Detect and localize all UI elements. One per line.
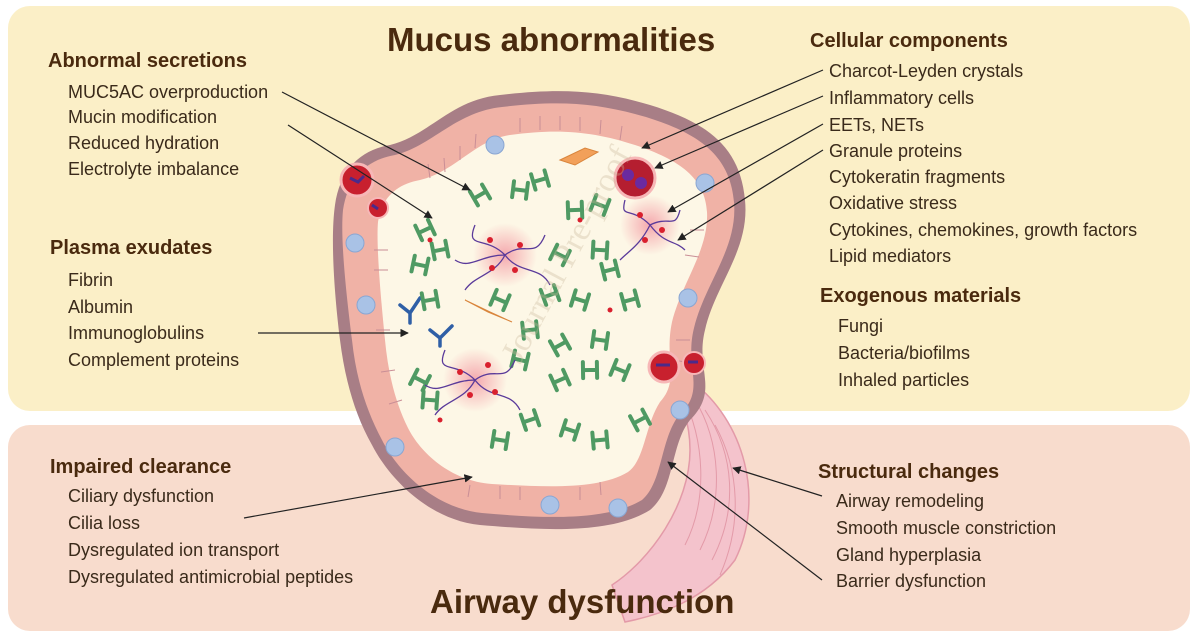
mucin-strand bbox=[590, 239, 610, 261]
item-oxidative-stress: Oxidative stress bbox=[829, 193, 958, 213]
item-dysregulated-antimicrobial-peptides: Dysregulated antimicrobial peptides bbox=[68, 567, 354, 587]
antibody-icon bbox=[398, 296, 454, 348]
mucin-strand bbox=[590, 429, 610, 451]
item-reduced-hydration: Reduced hydration bbox=[68, 133, 220, 153]
item-ciliary-dysfunction: Ciliary dysfunction bbox=[68, 486, 215, 506]
charcot-leyden-crystals bbox=[464, 147, 600, 323]
item-albumin: Albumin bbox=[68, 297, 134, 317]
eosinophil-cell bbox=[613, 156, 657, 200]
mucin-strand bbox=[580, 359, 600, 381]
mucin-polymers bbox=[408, 168, 652, 451]
goblet-cells bbox=[345, 135, 715, 518]
mucin-strand bbox=[420, 389, 440, 411]
item-cilia-loss: Cilia loss bbox=[68, 513, 141, 533]
mucin-strand bbox=[548, 242, 572, 268]
heading-cellular-components: Cellular components bbox=[810, 30, 1008, 52]
item-fibrin: Fibrin bbox=[68, 270, 114, 290]
item-fungi: Fungi bbox=[838, 316, 884, 336]
mucin-strand bbox=[588, 193, 612, 217]
mucin-strand bbox=[409, 253, 431, 277]
heading-plasma-exudates: Plasma exudates bbox=[50, 237, 213, 259]
heading-impaired-clearance: Impaired clearance bbox=[50, 456, 232, 478]
item-cytokeratin-fragments: Cytokeratin fragments bbox=[829, 167, 1006, 187]
title-mucus-abnormalities: Mucus abnormalities bbox=[387, 21, 716, 58]
mucin-strand bbox=[489, 429, 511, 451]
item-eets-nets: EETs, NETs bbox=[829, 115, 925, 135]
smooth-muscle-bundle bbox=[611, 379, 750, 623]
mucin-strand bbox=[599, 258, 621, 282]
mucin-strand bbox=[548, 367, 572, 393]
item-inhaled-particles: Inhaled particles bbox=[838, 370, 970, 390]
mucin-strand bbox=[509, 348, 531, 372]
mucin-strand bbox=[565, 199, 585, 221]
pointer-arrows bbox=[243, 69, 824, 581]
mucin-strand bbox=[419, 288, 441, 312]
mucin-strand bbox=[547, 332, 573, 358]
item-immunoglobulins: Immunoglobulins bbox=[68, 323, 205, 343]
inflammatory-cell-transmigrating-left bbox=[339, 162, 389, 219]
item-mucin-modification: Mucin modification bbox=[68, 107, 218, 127]
mucin-strand bbox=[408, 367, 432, 393]
item-inflammatory-cells: Inflammatory cells bbox=[829, 88, 975, 108]
mucin-strand bbox=[467, 182, 493, 208]
item-bacteria-biofilms: Bacteria/biofilms bbox=[838, 343, 971, 363]
item-airway-remodeling: Airway remodeling bbox=[836, 491, 985, 511]
item-dysregulated-ion-transport: Dysregulated ion transport bbox=[68, 540, 280, 560]
item-lipid-mediators: Lipid mediators bbox=[829, 246, 952, 266]
item-gland-hyperplasia: Gland hyperplasia bbox=[836, 545, 982, 565]
inflammatory-cell-transmigrating-right bbox=[647, 350, 706, 384]
item-charcot-leyden-crystals: Charcot-Leyden crystals bbox=[829, 61, 1024, 81]
item-granule-proteins: Granule proteins bbox=[829, 141, 963, 161]
mucin-strand bbox=[429, 238, 451, 262]
mucin-strand bbox=[520, 319, 540, 341]
item-muc5ac-overproduction: MUC5AC overproduction bbox=[68, 82, 269, 102]
item-smooth-muscle-constriction: Smooth muscle constriction bbox=[836, 518, 1057, 538]
title-airway-dysfunction: Airway dysfunction bbox=[430, 583, 735, 620]
mucin-strand bbox=[568, 288, 592, 312]
heading-abnormal-secretions: Abnormal secretions bbox=[48, 50, 247, 72]
heading-exogenous-materials: Exogenous materials bbox=[820, 285, 1022, 307]
cilia bbox=[374, 116, 704, 500]
mucin-strand bbox=[518, 408, 542, 432]
heading-structural-changes: Structural changes bbox=[818, 461, 1000, 483]
mucin-strand bbox=[628, 407, 652, 433]
extracellular-traps bbox=[424, 195, 686, 423]
mucin-strand bbox=[558, 418, 582, 442]
mucin-strand bbox=[538, 283, 562, 307]
mucin-strand bbox=[510, 179, 530, 201]
item-complement-proteins: Complement proteins bbox=[68, 350, 240, 370]
mucin-strand bbox=[619, 288, 641, 312]
mucin-strand bbox=[529, 168, 551, 192]
item-barrier-dysfunction: Barrier dysfunction bbox=[836, 571, 987, 591]
mucin-strand bbox=[589, 329, 611, 351]
item-cytokines-chemokines-growth-factors: Cytokines, chemokines, growth factors bbox=[829, 220, 1138, 240]
mucin-strand bbox=[488, 287, 512, 313]
item-electrolyte-imbalance: Electrolyte imbalance bbox=[68, 159, 240, 179]
mucin-strand bbox=[608, 357, 632, 383]
mucin-strand bbox=[413, 217, 437, 243]
